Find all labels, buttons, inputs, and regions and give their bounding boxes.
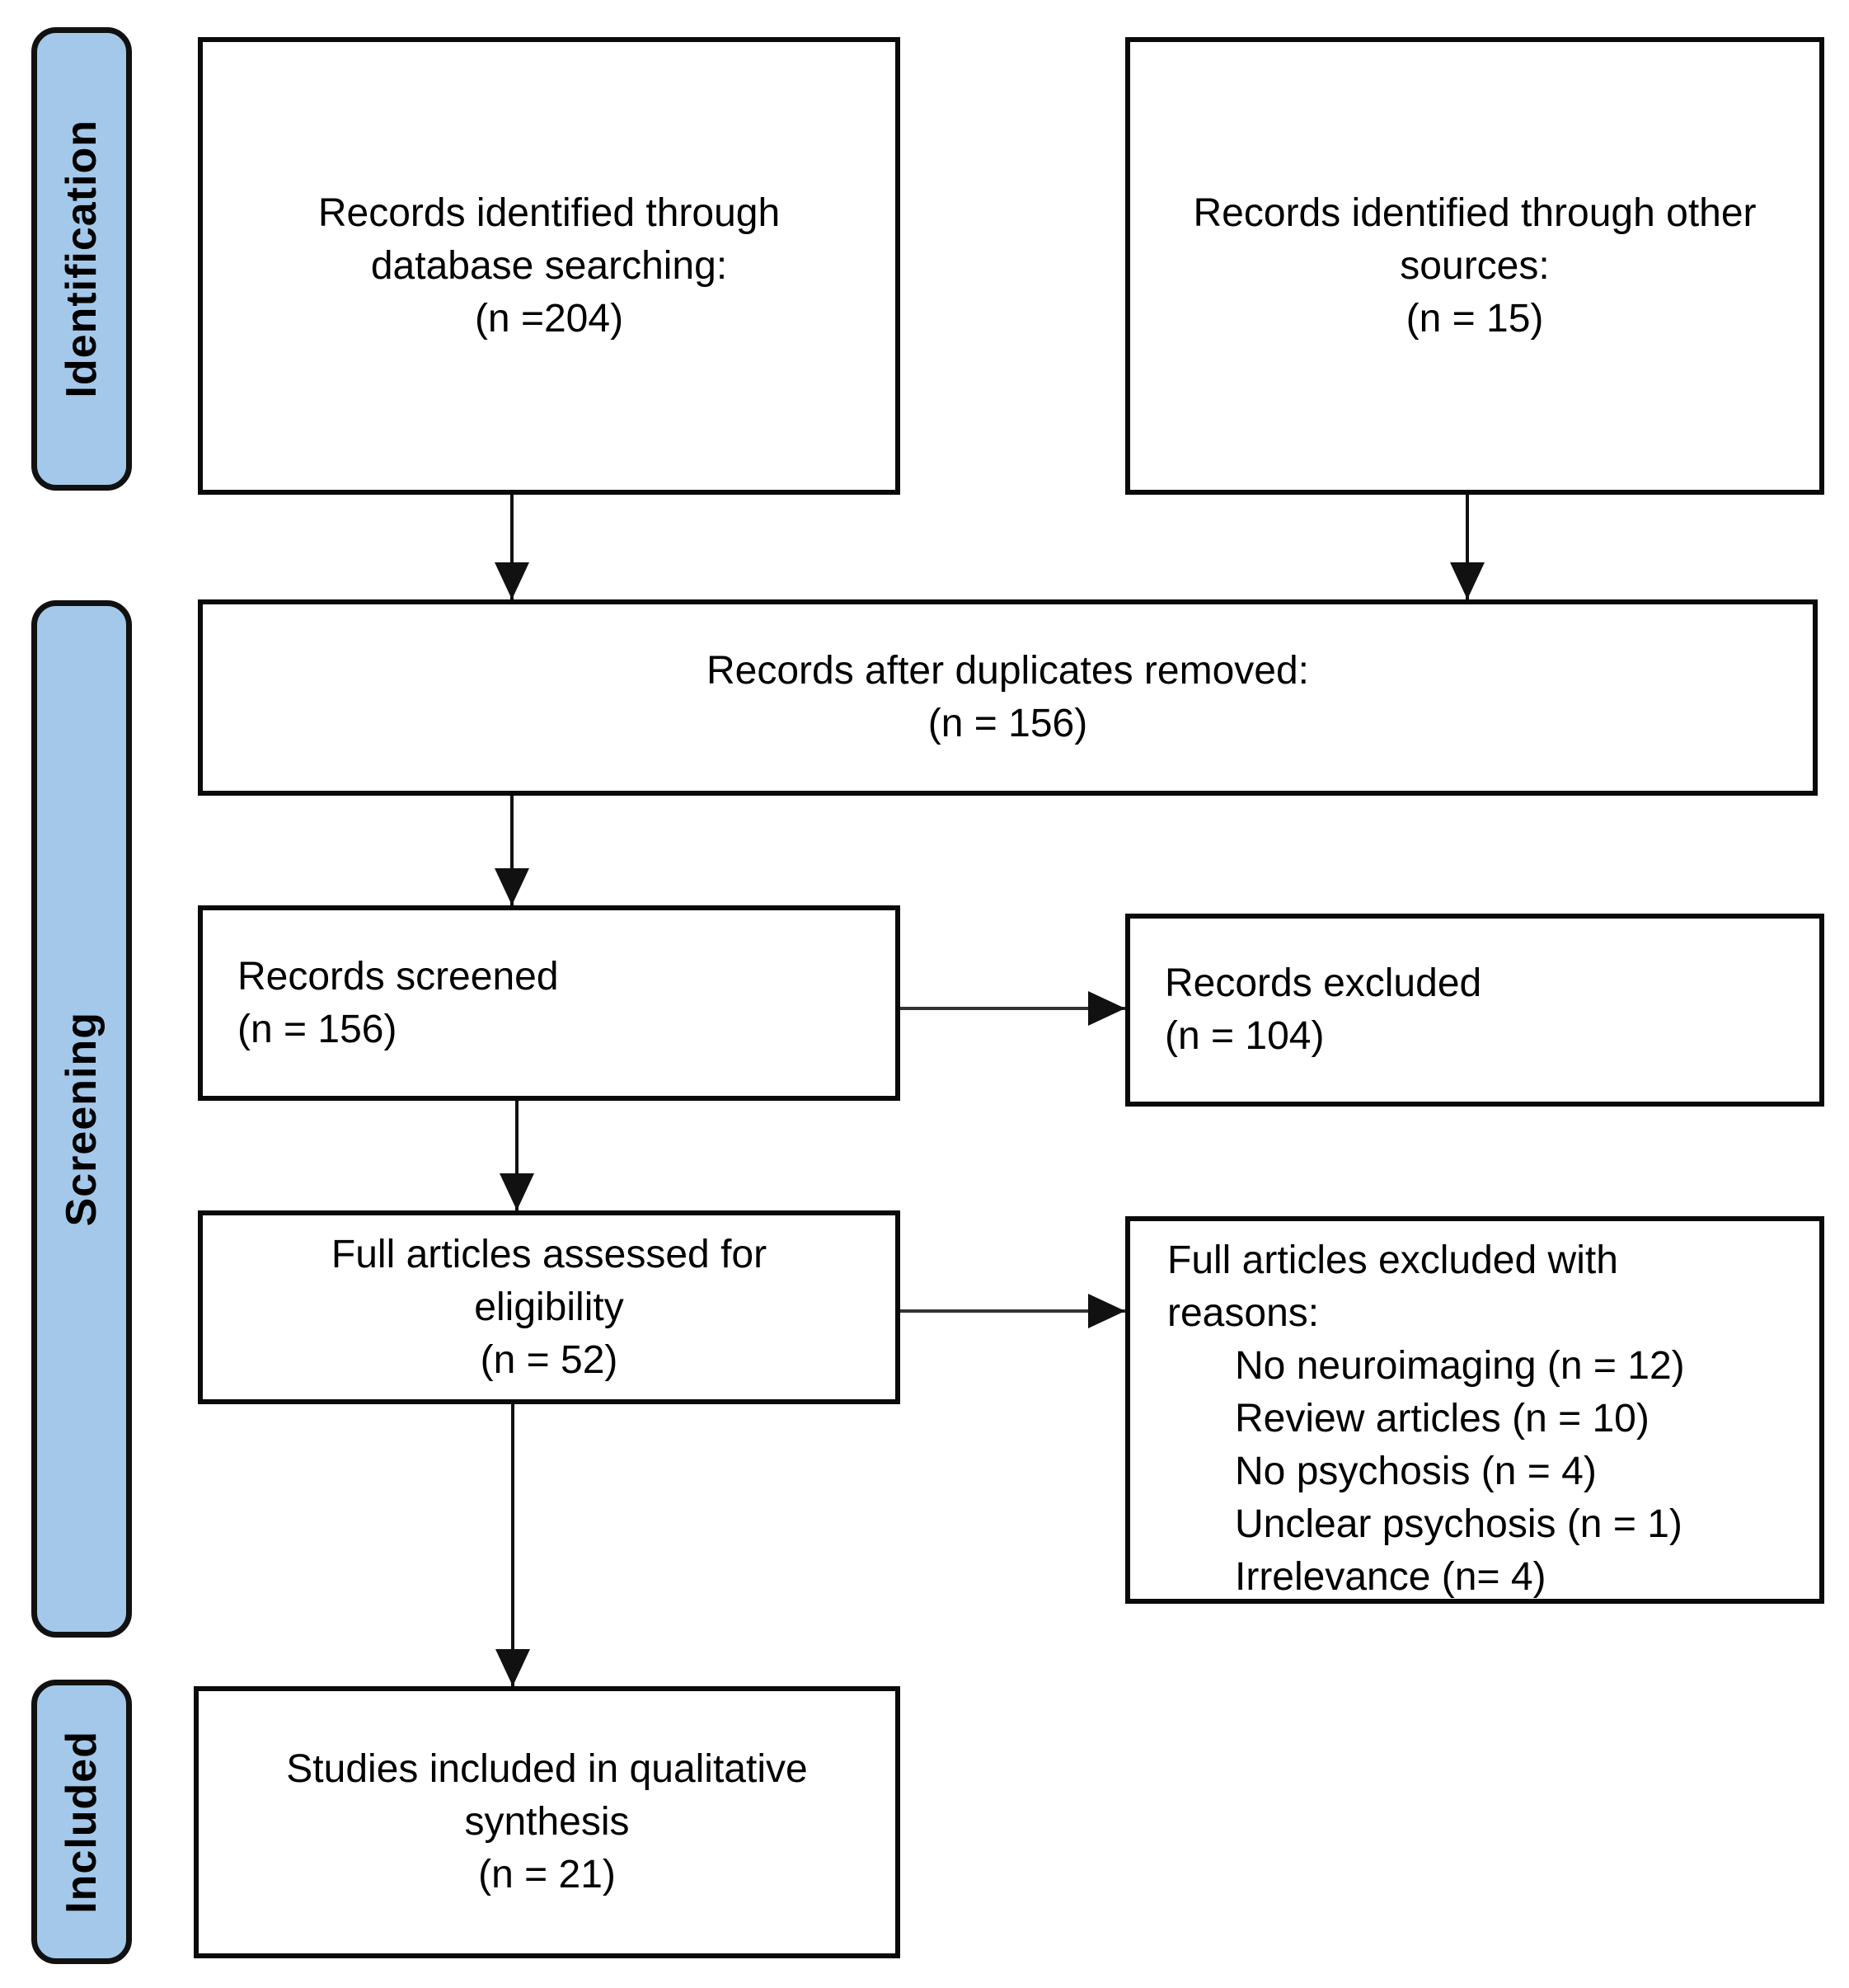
arrowhead-down-icon	[500, 1173, 534, 1210]
stage-pill-identification: Identification	[31, 27, 132, 491]
box-studies-included-text: Studies included in qualitative synthesi…	[286, 1747, 808, 1896]
arrow-assessed-to-excluded-reasons	[900, 1293, 1125, 1329]
arrowhead-right-icon	[1088, 991, 1125, 1026]
box-records-after-duplicates: Records after duplicates removed: (n = 1…	[198, 599, 1818, 796]
arrow-assessed-to-included	[495, 1404, 531, 1686]
arrowhead-down-icon	[495, 1649, 530, 1686]
arrow-shaft	[900, 1007, 1125, 1010]
arrowhead-down-icon	[1450, 562, 1485, 599]
stage-pill-included: Included	[31, 1680, 132, 1964]
box-records-screened-text: Records screened (n = 156)	[237, 954, 559, 1051]
arrow-shaft	[515, 1101, 519, 1210]
arrow-shaft	[1466, 495, 1469, 599]
stage-label-screening: Screening	[58, 1011, 106, 1227]
box-records-screened: Records screened (n = 156)	[198, 905, 900, 1101]
excluded-reason-item: Unclear psychosis (n = 1)	[1235, 1502, 1682, 1546]
excluded-reasons-content: Full articles excluded with reasons: No …	[1130, 1221, 1819, 1604]
arrowhead-down-icon	[495, 868, 529, 905]
arrow-screened-to-excluded	[900, 990, 1125, 1027]
stage-pill-screening: Screening	[31, 600, 132, 1638]
box-full-articles-assessed-text: Full articles assessed for eligibility (…	[331, 1232, 767, 1382]
box-records-excluded-text: Records excluded (n = 104)	[1165, 961, 1482, 1058]
box-full-articles-assessed: Full articles assessed for eligibility (…	[198, 1210, 900, 1404]
arrow-shaft	[510, 796, 514, 905]
box-records-after-duplicates-text: Records after duplicates removed: (n = 1…	[706, 649, 1309, 745]
stage-label-identification: Identification	[58, 120, 106, 398]
box-records-identified-other-text: Records identified through other sources…	[1193, 190, 1757, 341]
arrow-other-sources-to-duplicates	[1449, 495, 1485, 599]
arrow-duplicates-to-screened	[494, 796, 530, 905]
box-records-excluded: Records excluded (n = 104)	[1125, 914, 1824, 1107]
arrow-shaft	[511, 1404, 514, 1686]
excluded-reasons-heading: Full articles excluded with reasons:	[1167, 1238, 1618, 1335]
box-full-articles-excluded: Full articles excluded with reasons: No …	[1125, 1216, 1824, 1604]
arrowhead-right-icon	[1088, 1294, 1125, 1328]
excluded-reason-item: No neuroimaging (n = 12)	[1235, 1344, 1685, 1388]
box-studies-included: Studies included in qualitative synthesi…	[194, 1686, 900, 1958]
arrow-shaft	[900, 1309, 1125, 1313]
excluded-reason-item: No psychosis (n = 4)	[1235, 1450, 1597, 1493]
excluded-reason-item: Irrelevance (n= 4)	[1235, 1555, 1546, 1599]
arrow-database-to-duplicates	[494, 495, 530, 599]
box-records-identified-database: Records identified through database sear…	[198, 37, 900, 495]
stage-label-included: Included	[58, 1730, 106, 1914]
excluded-reason-item: Review articles (n = 10)	[1235, 1397, 1650, 1440]
box-records-identified-other: Records identified through other sources…	[1125, 37, 1824, 495]
arrowhead-down-icon	[495, 562, 529, 599]
arrow-screened-to-assessed	[499, 1101, 535, 1210]
arrow-shaft	[510, 495, 514, 599]
box-records-identified-database-text: Records identified through database sear…	[317, 190, 781, 341]
